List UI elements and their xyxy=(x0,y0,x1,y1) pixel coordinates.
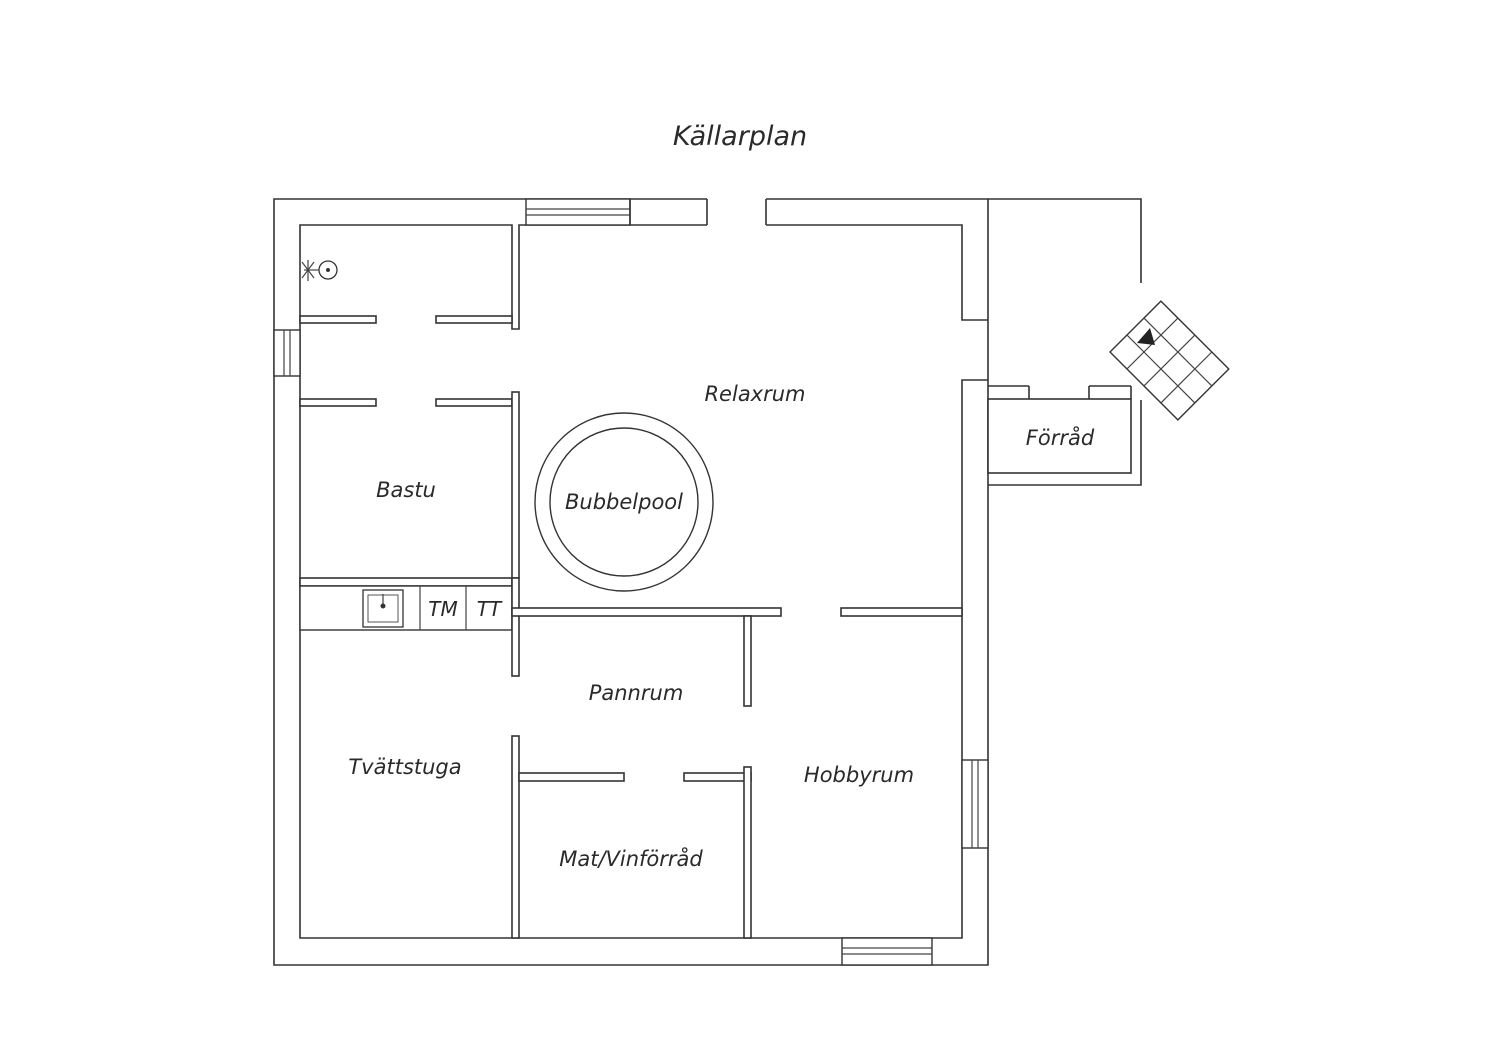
stair-direction-arrow-icon xyxy=(1137,328,1155,345)
forrad-room xyxy=(987,398,1132,474)
interior-walls xyxy=(299,315,963,939)
room-label-pannrum: Pannrum xyxy=(589,681,684,705)
room-label-bastu: Bastu xyxy=(376,478,436,502)
appliance-label-tm: TM xyxy=(428,597,457,621)
shower-icon xyxy=(301,260,338,281)
window-top xyxy=(525,198,631,226)
room-label-tvattstuga: Tvättstuga xyxy=(348,755,461,779)
window-bottom xyxy=(841,937,933,966)
room-label-bubbelpool: Bubbelpool xyxy=(565,490,683,514)
room-label-forrad: Förråd xyxy=(1026,425,1095,450)
room-label-hobbyrum: Hobbyrum xyxy=(804,763,914,787)
room-label-mat-vinforrad: Mat/Vinförråd xyxy=(559,846,703,871)
plan-title: Källarplan xyxy=(673,121,807,152)
appliance-label-tt: TT xyxy=(477,597,503,621)
window-right xyxy=(961,759,989,849)
stair xyxy=(1109,300,1230,421)
annex xyxy=(987,198,1142,486)
bubbelpool-tub xyxy=(534,412,714,592)
window-left xyxy=(273,329,301,377)
sink-icon xyxy=(362,589,404,628)
room-label-relaxrum: Relaxrum xyxy=(704,382,805,406)
